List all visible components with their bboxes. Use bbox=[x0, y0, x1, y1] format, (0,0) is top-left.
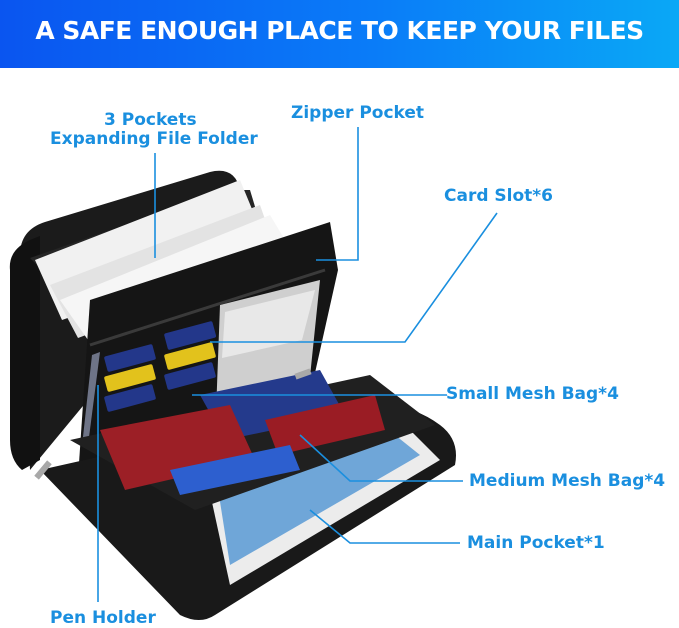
card bbox=[104, 384, 156, 412]
pen bbox=[82, 352, 100, 446]
header-banner: A SAFE ENOUGH PLACE TO KEEP YOUR FILES bbox=[0, 0, 679, 68]
callout-medium-mesh-bag: Medium Mesh Bag*4 bbox=[469, 471, 666, 491]
card bbox=[164, 362, 216, 390]
callout-card-slot: Card Slot*6 bbox=[444, 186, 554, 206]
callout-pen-holder: Pen Holder bbox=[50, 608, 156, 628]
callout-zipper-pocket: Zipper Pocket bbox=[291, 103, 425, 123]
passport-red-small bbox=[265, 395, 385, 455]
card bbox=[164, 321, 217, 350]
callout-expanding-folder-line2: Expanding File Folder bbox=[50, 129, 258, 149]
callout-small-mesh-bag: Small Mesh Bag*4 bbox=[446, 384, 619, 404]
card bbox=[104, 364, 156, 392]
product-image bbox=[9, 127, 498, 620]
case-left-edge bbox=[9, 236, 41, 470]
banner-title: A SAFE ENOUGH PLACE TO KEEP YOUR FILES bbox=[35, 16, 644, 45]
callout-main-pocket: Main Pocket*1 bbox=[467, 533, 605, 553]
callout-lines bbox=[97, 127, 498, 602]
callout-expanding-folder-line1: 3 Pockets bbox=[104, 110, 197, 130]
card bbox=[164, 342, 216, 370]
card-blue bbox=[170, 445, 300, 495]
card bbox=[104, 344, 156, 372]
